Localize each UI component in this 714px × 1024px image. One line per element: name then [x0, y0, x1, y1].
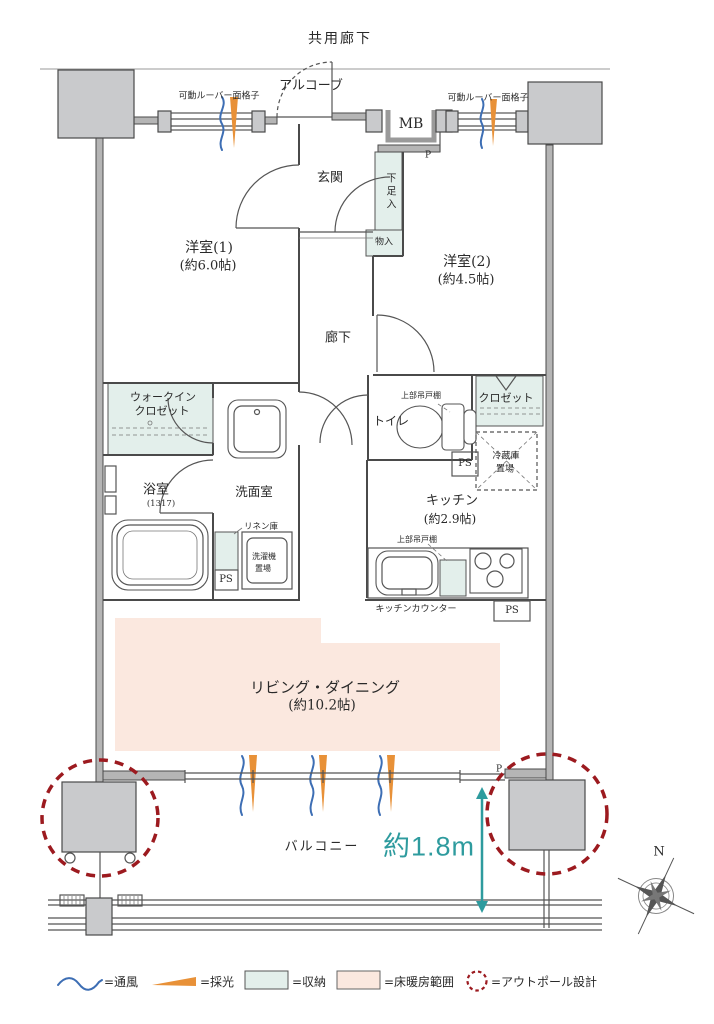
- ps-boxes: [214, 451, 531, 622]
- living-name: リビング・ダイニング: [249, 678, 401, 697]
- legend-floor-heating-label: =床暖房範囲: [384, 975, 455, 989]
- interior-walls: [103, 124, 546, 601]
- floor-heating-area: [115, 618, 500, 751]
- bedroom2-size: (約4.5帖): [437, 272, 495, 288]
- balcony-windows: [184, 770, 505, 783]
- toilet-upper-cabinet-label: 上部吊戸棚: [401, 391, 441, 400]
- louver-right-label: 可動ルーバー面格子: [447, 93, 529, 104]
- alcove-label: アルコーブ: [279, 78, 343, 94]
- p-top-label: P: [424, 150, 432, 161]
- kitchen-name: キッチン: [425, 493, 479, 509]
- daylight-line-icon: [152, 977, 196, 986]
- compass-n-label: N: [653, 844, 665, 860]
- small-storage-label: 物入: [374, 237, 394, 248]
- washer-label-2: 置場: [255, 564, 271, 573]
- kitchen-counter-fixtures: [367, 543, 529, 599]
- floor-heating-box-icon: [336, 970, 381, 990]
- doors: [159, 61, 517, 514]
- balcony-depth-label: 約1.8m: [382, 831, 476, 862]
- balcony-structure: [48, 850, 602, 936]
- legend-symbols: [57, 970, 488, 992]
- kitchen-upper-cabinet-label: 上部吊戸棚: [397, 535, 437, 544]
- legend-outpole-label: =アウトポール設計: [491, 975, 598, 989]
- compass-rose: [617, 857, 695, 935]
- genkan-label: 玄関: [316, 170, 344, 186]
- mb-label: MB: [398, 116, 424, 132]
- closet-rods: [112, 407, 540, 436]
- bath-size: (1317): [146, 498, 176, 509]
- louver-window-right: [445, 110, 529, 133]
- linen-label: リネン庫: [243, 521, 279, 532]
- ventilation-wave-icon: [57, 977, 103, 991]
- outpole-circle-icon: [466, 970, 488, 992]
- kitchen-ps-label: PS: [505, 605, 519, 616]
- fridge-label-1: 冷蔵庫: [492, 451, 520, 462]
- ventilation-daylight-symbols: [219, 96, 497, 816]
- bedroom1-name: 洋室(1): [185, 240, 233, 256]
- louver-window-left: [157, 110, 266, 133]
- living-size: (約10.2帖): [288, 697, 356, 714]
- balcony-p-label: P: [495, 764, 503, 775]
- washroom-label: 洗面室: [235, 483, 273, 499]
- louver-left-label: 可動ルーバー面格子: [178, 91, 260, 102]
- common-corridor-label: 共用廊下: [308, 31, 372, 47]
- shoe-cabinet-label: 下足入: [384, 172, 395, 212]
- storage-box-icon: [244, 970, 289, 990]
- kitchen-counter-label: キッチンカウンター: [375, 604, 457, 615]
- kitchen-size: (約2.9帖): [423, 512, 477, 526]
- wic-label-2: クロゼット: [134, 404, 190, 418]
- washroom-ps-label: PS: [219, 574, 233, 585]
- toilet-label: トイレ: [372, 414, 410, 428]
- vanity-sink: [227, 399, 287, 459]
- balcony-label: バルコニー: [284, 839, 360, 855]
- bathtub: [104, 465, 209, 591]
- legend-storage-label: =収納: [292, 975, 327, 989]
- bedroom2-name: 洋室(2): [443, 254, 491, 270]
- depth-dimension-arrow: [476, 787, 488, 913]
- hallway-label: 廊下: [324, 330, 352, 346]
- washer-label-1: 洗濯機: [252, 552, 276, 561]
- pillars: [57, 69, 603, 853]
- toilet-fixture: [396, 403, 477, 451]
- refrigerator-space: [475, 431, 538, 491]
- fridge-label-2: 置場: [495, 464, 515, 475]
- wic-label-1: ウォークイン: [130, 390, 196, 404]
- bath-name: 浴室: [142, 482, 170, 498]
- toilet-ps-label: PS: [458, 458, 472, 469]
- closet-label: クロゼット: [478, 391, 534, 405]
- outpole-circles: [40, 752, 609, 878]
- legend-daylight-label: =採光: [200, 975, 235, 989]
- legend-ventilation-label: =通風: [104, 975, 139, 989]
- bedroom1-size: (約6.0帖): [179, 258, 237, 274]
- washer-space: [233, 527, 293, 590]
